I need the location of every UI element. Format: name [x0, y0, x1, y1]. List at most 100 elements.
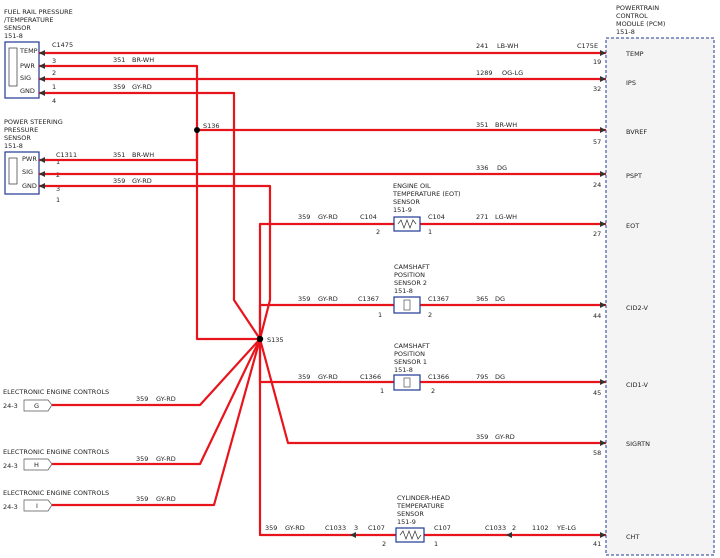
wire-1102-color: YE-LG: [556, 524, 576, 532]
cht-c1033-right-pin: 2: [512, 524, 516, 532]
wire-359i-num: 359: [136, 495, 148, 503]
wire-359j-color: GY-RD: [285, 524, 305, 532]
wire-359g-num: 359: [136, 395, 148, 403]
arrow-ips: [600, 76, 606, 82]
wire-365-num: 365: [476, 295, 488, 303]
wire-359h-color: GY-RD: [156, 455, 176, 463]
wire-sigrtn: [258, 338, 606, 445]
eec-h-page: 24-3: [3, 462, 18, 470]
arrow-cht: [600, 532, 606, 538]
wire-336-num: 336: [476, 164, 488, 172]
ps-title-2: PRESSURE: [4, 126, 38, 134]
arrow-temp: [600, 50, 606, 56]
arrow-ps-sig: [39, 171, 45, 177]
pcm-body: [605, 37, 715, 556]
cmp1-title-4: 151-8: [394, 366, 413, 374]
arrow-fuel-pwr: [39, 63, 45, 69]
ps-pin-num-1: 1: [56, 158, 60, 166]
fuel-rail-element: [8, 47, 18, 87]
wire-351a-num: 351: [113, 56, 125, 64]
eec-i-page: 24-3: [3, 503, 18, 511]
arrow-fuel-sig: [39, 76, 45, 82]
wire-eec-g: [52, 338, 261, 407]
wire-359e-num: 359: [298, 373, 310, 381]
ps-title-4: 151-8: [4, 142, 23, 150]
arrow-c1033-right: [506, 532, 512, 538]
cmp1-title-1: CAMSHAFT: [394, 342, 430, 350]
fuel-rail-sensor: FUEL RAIL PRESSURE /TEMPERATURE SENSOR 1…: [4, 8, 73, 105]
cht-pin-left: 2: [382, 540, 386, 548]
wire-1102-num: 1102: [532, 524, 549, 532]
pcm-pin-num-27: 27: [593, 230, 601, 238]
eec-ref-g: ELECTRONIC ENGINE CONTROLS 24-3 G: [3, 388, 109, 412]
splice-s136-label: S136: [203, 122, 220, 130]
wire-365-color: DG: [495, 295, 505, 303]
wire-cht-return: [258, 339, 396, 537]
pcm-title-3: MODULE (PCM): [616, 20, 665, 28]
wire-359b-num: 359: [113, 177, 125, 185]
ps-pin-num-3: 3: [56, 185, 60, 193]
eot-conn-left: C104: [360, 213, 377, 221]
eec-ref-h: ELECTRONIC ENGINE CONTROLS 24-3 H: [3, 448, 109, 471]
wire-795-num: 795: [476, 373, 488, 381]
cmp2-element: [403, 299, 411, 311]
wire-351b-color: BR-WH: [495, 121, 517, 129]
splice-s135-dot: [256, 335, 264, 343]
wire-271-color: LG-WH: [495, 213, 517, 221]
wire-359f-num: 359: [476, 433, 488, 441]
cmp1-sensor: CAMSHAFT POSITION SENSOR 1 151-8 C1366 C…: [360, 342, 449, 395]
cmp1-title-3: SENSOR 1: [394, 358, 427, 366]
wire-359a-num: 359: [113, 83, 125, 91]
fuel-rail-pin-num-2: 2: [52, 69, 56, 77]
fuel-rail-pin-gnd: GND: [20, 87, 35, 95]
splice-s136-dot: [194, 127, 200, 133]
eot-pin-left: 2: [376, 228, 380, 236]
wire-359h-num: 359: [136, 455, 148, 463]
pcm-pin-pspt: PSPT: [626, 172, 642, 180]
eec-h-label: ELECTRONIC ENGINE CONTROLS: [3, 448, 109, 456]
pcm-connector: C175E: [577, 42, 598, 50]
wire-359d-color: GY-RD: [318, 295, 338, 303]
cmp1-conn-left: C1366: [360, 373, 381, 381]
pcm-pin-cht: CHT: [626, 533, 639, 541]
eot-title-3: SENSOR: [393, 198, 420, 206]
arrow-sigrtn: [600, 440, 606, 446]
pcm-title-1: POWERTRAIN: [616, 4, 659, 12]
pcm-pin-cid2: CID2-V: [626, 304, 649, 312]
wire-351c-num: 351: [113, 151, 125, 159]
arrow-pspt: [600, 171, 606, 177]
arrow-ps-pwr: [39, 157, 45, 163]
fuel-rail-pin-sig: SIG: [20, 74, 31, 82]
fuel-rail-title-4: 151-8: [4, 32, 23, 40]
wire-359f-color: GY-RD: [495, 433, 515, 441]
arrow-cid2: [600, 302, 606, 308]
cmp2-conn-right: C1367: [428, 295, 449, 303]
cmp2-sensor: CAMSHAFT POSITION SENSOR 2 151-8 C1367 C…: [358, 263, 449, 319]
wire-1289-num: 1289: [476, 69, 493, 77]
ps-element: [8, 157, 18, 185]
cmp2-pin-left: 1: [378, 311, 382, 319]
arrow-fuel-gnd: [39, 90, 45, 96]
wire-359e-color: GY-RD: [318, 373, 338, 381]
wire-cmp2-return: [258, 303, 394, 339]
eot-title-2: TEMPERATURE (EOT): [392, 190, 461, 198]
ps-pin-sig: SIG: [22, 168, 33, 176]
ps-title-3: SENSOR: [4, 134, 31, 142]
pcm-pin-num-24: 24: [593, 181, 601, 189]
pcm-pin-sigrtn: SIGRTN: [626, 440, 650, 448]
wire-359c-num: 359: [298, 213, 310, 221]
cht-c1033-left: C1033: [325, 524, 346, 532]
wire-1289-color: OG-LG: [502, 69, 523, 77]
cht-thermistor: [399, 530, 422, 540]
arrow-ps-gnd: [39, 183, 45, 189]
fuel-rail-title-1: FUEL RAIL PRESSURE: [4, 8, 73, 16]
wire-241-color: LB-WH: [497, 42, 519, 50]
cmp2-title-1: CAMSHAFT: [394, 263, 430, 271]
eec-h-letter: H: [34, 461, 39, 469]
pcm-title-4: 151-8: [616, 28, 635, 36]
fuel-rail-connector: C1475: [52, 41, 73, 49]
eec-g-letter: G: [34, 402, 39, 410]
pcm-pin-num-57: 57: [593, 138, 601, 146]
cht-sensor: CYLINDER-HEAD TEMPERATURE SENSOR 151-9 C…: [325, 494, 516, 548]
